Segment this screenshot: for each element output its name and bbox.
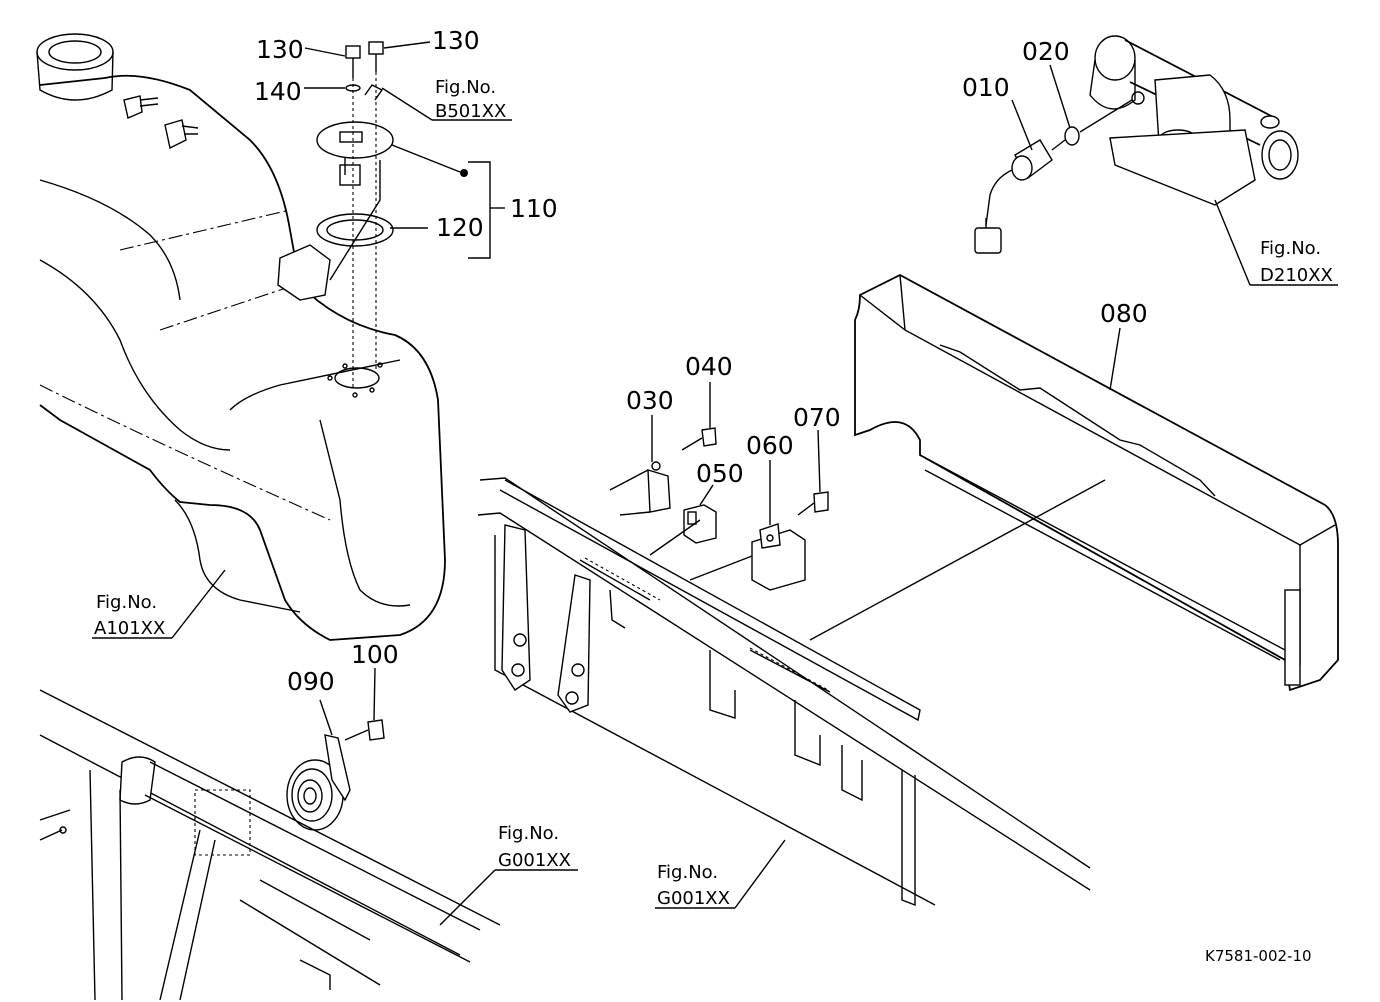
fig-ref-code: B501XX — [435, 101, 506, 122]
screw-040 — [681, 427, 717, 451]
part-label-140: 140 — [254, 77, 302, 106]
fig-ref-d210[interactable]: Fig.No. D210XX — [1260, 238, 1333, 286]
fig-ref-code: G001XX — [498, 850, 571, 871]
frame-rail — [477, 477, 1091, 907]
part-label-100: 100 — [351, 640, 399, 669]
fig-ref-g001-left[interactable]: Fig.No. G001XX — [498, 823, 571, 871]
fig-ref-prefix: Fig.No. — [96, 592, 157, 613]
fuel-sender-unit — [316, 41, 505, 390]
callout-leaders — [92, 41, 1338, 926]
lower-frame — [39, 689, 501, 1001]
bolt-icon — [368, 41, 384, 72]
fig-ref-code: A101XX — [94, 618, 165, 639]
fig-ref-prefix: Fig.No. — [1260, 238, 1321, 259]
fig-ref-code: G001XX — [657, 888, 730, 909]
bolt-icon — [345, 45, 361, 78]
part-label-030: 030 — [626, 386, 674, 415]
drawing-code: K7581-002-10 — [1205, 947, 1312, 965]
part-label-070: 070 — [793, 403, 841, 432]
screw-070 — [797, 491, 829, 516]
part-label-110: 110 — [510, 194, 558, 223]
part-label-080: 080 — [1100, 299, 1148, 328]
fig-ref-g001-right[interactable]: Fig.No. G001XX — [657, 862, 730, 909]
part-label-010: 010 — [962, 73, 1010, 102]
part-label-060: 060 — [746, 431, 794, 460]
horn — [286, 719, 385, 831]
part-label-130-right: 130 — [432, 26, 480, 55]
pump-housing — [1089, 35, 1299, 206]
fig-ref-a101[interactable]: Fig.No. A101XX — [94, 592, 165, 639]
fig-ref-prefix: Fig.No. — [657, 862, 718, 883]
fuel-tank — [36, 33, 446, 641]
relay-060 — [751, 523, 806, 591]
o-ring-icon — [1064, 126, 1080, 146]
part-label-040: 040 — [685, 352, 733, 381]
hose-fitting-icon — [123, 95, 199, 150]
fig-ref-prefix: Fig.No. — [498, 823, 559, 844]
pressure-switch — [974, 99, 1133, 254]
fig-ref-prefix: Fig.No. — [435, 77, 496, 98]
cover-panel — [854, 273, 1339, 692]
fig-ref-code: D210XX — [1260, 265, 1333, 286]
relay-030 — [609, 461, 671, 516]
fig-ref-b501[interactable]: Fig.No. B501XX — [435, 77, 506, 122]
part-label-120: 120 — [436, 213, 484, 242]
connector-050 — [683, 504, 717, 544]
part-label-090: 090 — [287, 667, 335, 696]
part-label-020: 020 — [1022, 37, 1070, 66]
part-label-130-left: 130 — [256, 35, 304, 64]
part-label-050: 050 — [696, 459, 744, 488]
